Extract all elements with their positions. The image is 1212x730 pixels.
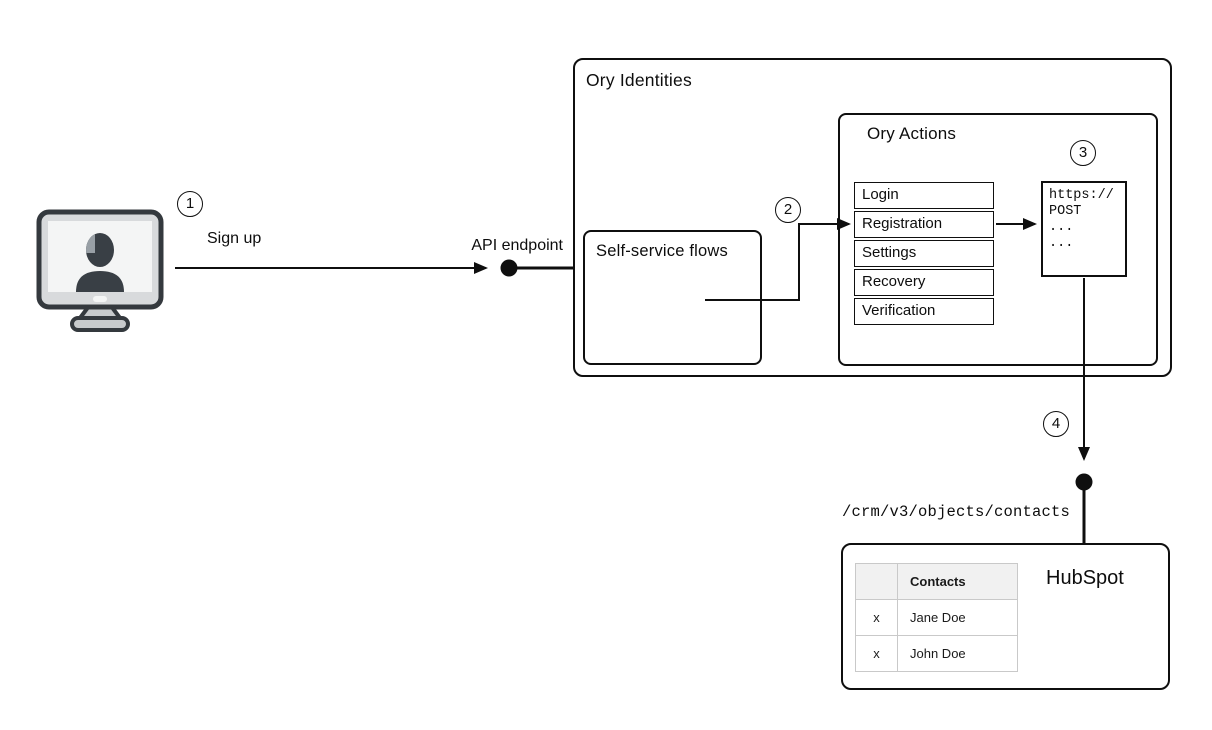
crm-endpoint-label: /crm/v3/objects/contacts xyxy=(842,503,1071,521)
api-endpoint-label: API endpoint xyxy=(471,237,563,254)
api-endpoint-dot xyxy=(500,259,518,277)
step-4-badge: 4 xyxy=(1043,411,1069,437)
ory-actions-box xyxy=(838,113,1158,366)
contacts-header-name: Contacts xyxy=(897,563,1018,600)
person-shoulders xyxy=(76,271,124,292)
ory-identities-title: Ory Identities xyxy=(586,70,692,90)
hubspot-title: HubSpot xyxy=(1046,567,1124,589)
contacts-header-row: Contacts xyxy=(855,563,1018,600)
sign-up-label: Sign up xyxy=(207,230,262,247)
flow-row-settings: Settings xyxy=(854,240,994,267)
webhook-line-ellipsis-2: ... xyxy=(1049,236,1074,251)
step-2-badge: 2 xyxy=(775,197,801,223)
step-3-badge: 3 xyxy=(1070,140,1096,166)
webhook-line-ellipsis-1: ... xyxy=(1049,220,1074,235)
contact-action-cell: x xyxy=(855,635,898,672)
contacts-table: Contacts x Jane Doe x John Doe xyxy=(855,563,1018,672)
ory-actions-title: Ory Actions xyxy=(867,124,957,143)
contact-name-cell: Jane Doe xyxy=(897,599,1018,636)
flow-row-login: Login xyxy=(854,182,994,209)
contact-name-cell: John Doe xyxy=(897,635,1018,672)
webhook-line-url: https:// xyxy=(1049,188,1114,203)
webhook-line-method: POST xyxy=(1049,204,1082,219)
flow-row-recovery: Recovery xyxy=(854,269,994,296)
contacts-header-action xyxy=(855,563,898,600)
webhook-request-box: https:// POST ... ... xyxy=(1041,181,1127,277)
flow-to-registration-arrow xyxy=(705,218,851,301)
step-1-badge: 1 xyxy=(177,191,203,217)
flow-row-registration: Registration xyxy=(854,211,994,238)
flow-row-verification: Verification xyxy=(854,298,994,325)
contact-row-jane: x Jane Doe xyxy=(855,599,1018,636)
contact-action-cell: x xyxy=(855,599,898,636)
monitor-base xyxy=(70,316,130,332)
contact-row-john: x John Doe xyxy=(855,635,1018,672)
ory-identities-box xyxy=(573,58,1172,377)
monitor-button xyxy=(93,296,107,302)
hubspot-box xyxy=(841,543,1170,690)
self-service-flows-title: Self-service flows xyxy=(596,242,728,260)
user-computer-icon xyxy=(36,209,164,340)
self-service-flows-box xyxy=(583,230,762,365)
hubspot-endpoint-dot xyxy=(1075,473,1093,491)
